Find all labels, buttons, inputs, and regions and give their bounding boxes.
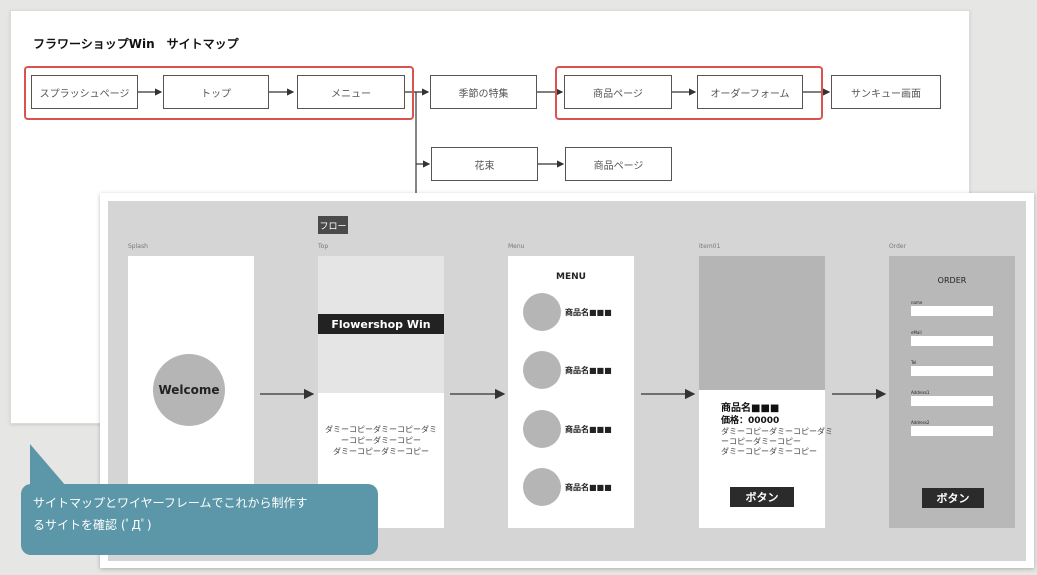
product-description: ダミーコピーダミーコピーダミ ーコピーダミーコピー ダミーコピーダミーコピー — [721, 427, 833, 457]
screen-order: ORDER name eMail Tel Address1 Address2 ボ… — [889, 256, 1015, 528]
sitemap-connectors — [138, 88, 831, 201]
screen-label-top: Top — [318, 243, 329, 250]
menu-item[interactable]: 商品名■■■ — [523, 468, 633, 506]
email-label: eMail — [911, 330, 922, 335]
product-name: 商品名■■■ — [565, 483, 612, 492]
screen-label-menu: Menu — [508, 243, 525, 250]
screen-label-item: Item01 — [699, 243, 721, 250]
screen-label-order: Order — [889, 243, 907, 250]
shop-banner: Flowershop Win — [318, 314, 444, 334]
dummy-line: ダミーコピーダミーコピーダミ — [325, 425, 437, 434]
product-thumbnail — [523, 293, 561, 331]
sitemap-node-thanks: サンキュー画面 — [831, 75, 941, 109]
menu-item[interactable]: 商品名■■■ — [523, 410, 633, 448]
highlight-group-1 — [24, 66, 414, 120]
screen-splash: Welcome — [128, 256, 254, 528]
tel-label: Tel — [911, 360, 917, 365]
sitemap-node-splash: スプラッシュページ — [31, 75, 138, 109]
address1-label: Address1 — [911, 390, 930, 395]
product-name: 商品名■■■ — [721, 403, 780, 414]
address1-field[interactable] — [911, 396, 993, 406]
screen-menu: MENU 商品名■■■ 商品名■■■ 商品名■■■ 商品名■■■ — [508, 256, 634, 528]
sitemap-node-seasonal: 季節の特集 — [430, 75, 537, 109]
sitemap-node-menu: メニュー — [297, 75, 405, 109]
menu-item[interactable]: 商品名■■■ — [523, 351, 633, 389]
address2-label: Address2 — [911, 420, 930, 425]
sitemap-node-order-form: オーダーフォーム — [697, 75, 803, 109]
name-field[interactable] — [911, 306, 993, 316]
sitemap-node-bouquet: 花束 — [431, 147, 538, 181]
sitemap-node-top: トップ — [163, 75, 269, 109]
screen-item: 商品名■■■ 価格：00000 ダミーコピーダミーコピーダミ ーコピーダミーコピ… — [699, 256, 833, 528]
flow-tag: フロー — [318, 216, 348, 234]
menu-title: MENU — [556, 272, 586, 282]
screen-label-splash: Splash — [128, 243, 148, 250]
product-thumbnail — [523, 410, 561, 448]
order-button[interactable]: ボタン — [922, 488, 984, 508]
caption-bubble: サイトマップとワイヤーフレームでこれから制作す るサイトを確認 (ﾟДﾟ) — [21, 484, 378, 555]
dummy-line: ダミーコピーダミーコピーダミ — [721, 427, 833, 436]
address2-field[interactable] — [911, 426, 993, 436]
wireframe-canvas: フロー Splash Top Menu Item01 Order Welcome — [108, 201, 1026, 561]
tel-field[interactable] — [911, 366, 993, 376]
item-button[interactable]: ボタン — [730, 487, 794, 507]
name-label: name — [911, 300, 923, 305]
caption-line: サイトマップとワイヤーフレームでこれから制作す — [33, 496, 308, 510]
dummy-line: ダミーコピーダミーコピー — [721, 447, 817, 456]
product-name: 商品名■■■ — [565, 308, 612, 317]
highlight-group-2 — [555, 66, 823, 120]
dummy-line: ーコピーダミーコピー — [721, 437, 801, 446]
flow-arrows — [260, 388, 887, 400]
dummy-line: ダミーコピーダミーコピー — [333, 447, 429, 456]
product-price: 価格：00000 — [721, 416, 780, 426]
welcome-circle: Welcome — [153, 354, 225, 426]
menu-item[interactable]: 商品名■■■ — [523, 293, 633, 331]
product-thumbnail — [523, 468, 561, 506]
product-name: 商品名■■■ — [565, 425, 612, 434]
screen-top: Flowershop Win ダミーコピーダミーコピーダミ ーコピーダミーコピー… — [318, 256, 444, 528]
product-name: 商品名■■■ — [565, 366, 612, 375]
sitemap-node-product: 商品ページ — [564, 75, 672, 109]
order-title: ORDER — [937, 276, 967, 285]
sitemap-title: フラワーショップWin サイトマップ — [33, 37, 239, 51]
caption-line: るサイトを確認 (ﾟДﾟ) — [33, 518, 152, 532]
bubble-tail — [30, 444, 66, 486]
product-thumbnail — [523, 351, 561, 389]
dummy-line: ーコピーダミーコピー — [341, 436, 421, 445]
sitemap-node-product-2: 商品ページ — [565, 147, 672, 181]
dummy-copy: ダミーコピーダミーコピーダミ ーコピーダミーコピー ダミーコピーダミーコピー — [318, 424, 444, 457]
product-image — [699, 256, 825, 390]
email-field[interactable] — [911, 336, 993, 346]
